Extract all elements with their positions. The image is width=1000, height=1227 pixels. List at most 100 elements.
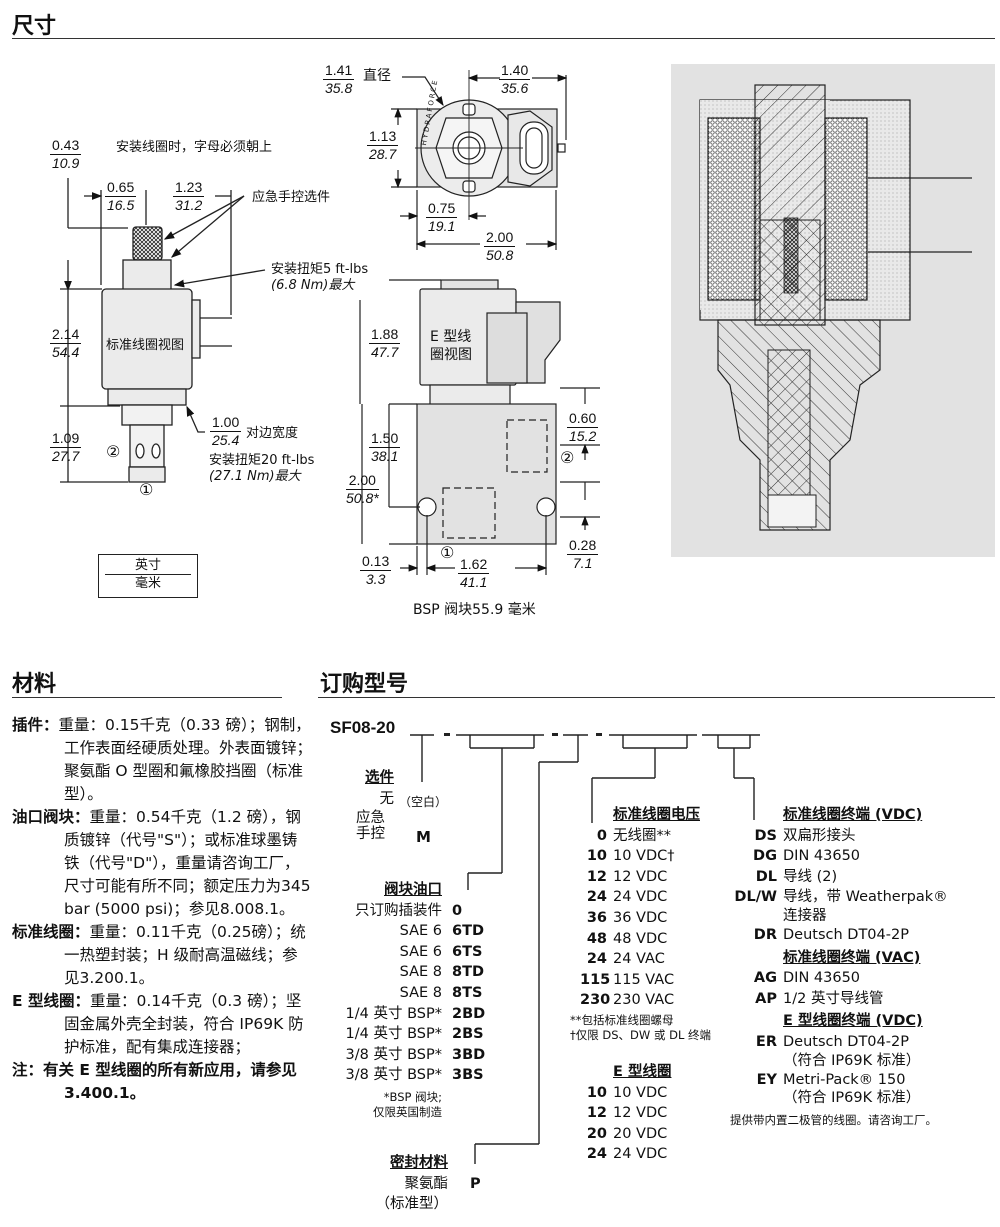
- material-cartridge: 插件：重量：0.15千克（0.33 磅）；钢制，工作表面经硬质处理。外表面镀锌；…: [12, 716, 313, 803]
- option-code: DR: [753, 926, 777, 943]
- options-block: 选件 无: [356, 768, 394, 809]
- option-desc: 导线 (2): [783, 868, 838, 885]
- option-row: 24 24 VDC: [580, 1144, 740, 1165]
- option-desc: 导线，带 Weatherpak®: [783, 889, 948, 906]
- option-desc: 24 VDC: [613, 889, 668, 906]
- ports-note-1: *BSP 阀块;: [383, 1089, 442, 1104]
- port-option-desc: 3/8 英寸 BSP*: [345, 1067, 442, 1084]
- port-option-row: 3/8 英寸 BSP* 3BS: [330, 1065, 560, 1086]
- option-code: 10: [586, 1084, 607, 1101]
- option-desc-continued: （符合 IP69K 标准）: [783, 1090, 921, 1107]
- ports-title: 阀块油口: [384, 882, 442, 898]
- manual-override-label: 应急手控选件: [252, 190, 331, 205]
- option-desc: 10 VDC†: [613, 848, 675, 865]
- port-option-row: 1/4 英寸 BSP* 2BD: [330, 1004, 560, 1025]
- option-desc: Deutsch DT04-2P: [783, 1033, 909, 1050]
- option-desc: 230 VAC: [613, 992, 675, 1009]
- option-manual-code: M: [416, 828, 431, 846]
- std-voltage-note-1: **包括标准线圈螺母: [570, 1012, 674, 1027]
- option-desc: 无线圈**: [613, 827, 671, 844]
- spacer: [730, 1053, 777, 1070]
- port-option-code: 6TS: [452, 943, 483, 960]
- option-code: EY: [756, 1071, 777, 1088]
- option-code: 48: [586, 930, 607, 947]
- material-std-coil: 标准线圈：重量：0.11千克（0.25磅）；统一热塑封装；H 级耐高温磁线；参见…: [12, 923, 306, 987]
- spacer: [730, 1090, 777, 1107]
- ordering-rule: [318, 697, 995, 698]
- option-code: 12: [586, 868, 607, 885]
- e-coil-view-label-2: 圈视图: [430, 347, 472, 363]
- option-code: ER: [755, 1033, 777, 1050]
- port-option-code: 2BS: [452, 1026, 484, 1043]
- e-coil-view-label-1: E 型线: [430, 329, 472, 345]
- option-desc: 24 VAC: [613, 951, 665, 968]
- e-port-2-marker: ②: [560, 448, 575, 467]
- options-title: 选件: [365, 770, 394, 786]
- port-option-code: 8TS: [452, 984, 483, 1001]
- option-row: 0 无线圈**: [580, 826, 740, 847]
- seals-desc: 聚氨酯: [404, 1175, 449, 1192]
- option-row-continued: （符合 IP69K 标准）: [730, 1090, 995, 1107]
- port-option-code: 3BS: [452, 1067, 484, 1084]
- port-option-desc: 1/4 英寸 BSP*: [345, 1005, 442, 1022]
- material-note: 注：有关 E 型线圈的所有新应用，请参见 3.400.1。: [12, 1061, 297, 1102]
- option-code: DS: [754, 827, 777, 844]
- port-option-row: 1/4 英寸 BSP*2BS: [330, 1024, 560, 1045]
- option-code: 0: [596, 827, 607, 844]
- option-desc: 24 VDC: [613, 1146, 668, 1163]
- port-option-desc: SAE 6: [399, 943, 442, 960]
- option-code: 115: [580, 971, 611, 988]
- top-view-drawing: [391, 70, 568, 250]
- port-option-code: 2BD: [452, 1005, 486, 1022]
- option-code: 36: [586, 909, 607, 926]
- option-desc: 115 VAC: [613, 971, 675, 988]
- dimensions-title: 尺寸: [12, 14, 57, 39]
- port-option-desc: SAE 6: [399, 923, 442, 940]
- bsp-block-note: BSP 阀块55.9 毫米: [413, 602, 536, 618]
- port-option-desc: 3/8 英寸 BSP*: [345, 1046, 442, 1063]
- materials-rule: [12, 697, 282, 698]
- port-option-desc: 只订购插装件: [355, 902, 442, 919]
- torque-top-line2: (6.8 Nm)最大: [271, 278, 355, 293]
- cross-section-illustration: [671, 64, 995, 557]
- torque-bottom-line2: (27.1 Nm)最大: [209, 469, 301, 484]
- option-desc: 12 VDC: [613, 1105, 668, 1122]
- std-note-letters-up: 安装线圈时，字母必须朝上: [116, 140, 273, 155]
- option-code: 24: [586, 1146, 607, 1163]
- diameter-label: 直径: [363, 68, 391, 84]
- std-coil-view-label: 标准线圈视图: [106, 338, 185, 353]
- seals-code: P: [470, 1175, 481, 1192]
- spacer: [730, 908, 777, 925]
- seals-title: 密封材料: [390, 1155, 448, 1171]
- option-desc: 48 VDC: [613, 930, 668, 947]
- materials-title: 材料: [12, 672, 57, 697]
- e-port-1-marker: ①: [440, 543, 455, 562]
- legend-millimeters: 毫米: [134, 576, 161, 591]
- diode-note: 提供带内置二极管的线圈。请咨询工厂。: [730, 1113, 937, 1128]
